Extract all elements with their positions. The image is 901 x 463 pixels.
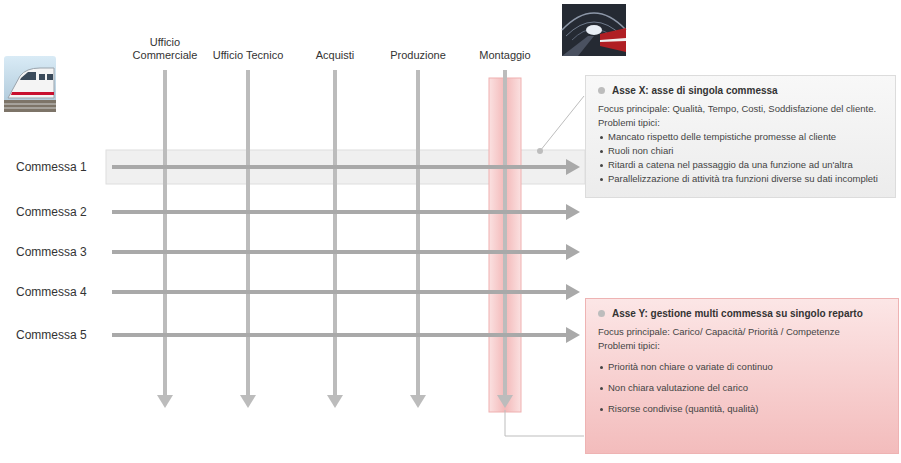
column-header: Ufficio Tecnico (211, 49, 285, 62)
bullet-dot (600, 164, 603, 167)
bullet-text: Mancato rispetto delle tempistiche prome… (608, 131, 836, 142)
bullet-line: Ritardi a catena nel passaggio da una fu… (598, 159, 883, 171)
column-header: Montaggio (468, 49, 542, 62)
callout-text: Problemi tipici: (598, 117, 660, 128)
bullet-dot (600, 178, 603, 181)
column-arrows (157, 70, 513, 408)
bullet-text: Non chiara valutazione del carico (608, 382, 748, 393)
bullet-line: Non chiara valutazione del carico (598, 382, 886, 394)
column-header: Produzione (381, 49, 455, 62)
bullet-line: Parallelizzazione di attività tra funzio… (598, 173, 883, 185)
callout-box: Asse X: asse di singola commessaFocus pr… (585, 75, 896, 198)
row-label: Commessa 4 (16, 285, 87, 299)
column-header: Acquisti (298, 49, 372, 62)
bullet-dot (600, 408, 603, 411)
bullet-dot (600, 136, 603, 139)
bullet-line: Risorse condivise (quantità, qualità) (598, 403, 886, 415)
callout-heading: Asse X: asse di singola commessa (612, 85, 778, 96)
row-arrows (112, 159, 580, 343)
callout-text: Focus principale: Qualità, Tempo, Costi,… (598, 103, 876, 114)
callout-heading-line: Asse Y: gestione multi commessa su singo… (598, 307, 886, 320)
bullet-text: Ruoli non chiari (608, 145, 673, 156)
bullet-line: Priorità non chiare o variate di continu… (598, 361, 886, 373)
bullet-text: Ritardi a catena nel passaggio da una fu… (608, 159, 853, 170)
callout-text: Problemi tipici: (598, 340, 660, 351)
bullet-text: Parallelizzazione di attività tra funzio… (608, 173, 878, 184)
bullet-dot (600, 366, 603, 369)
callout-text: Focus principale: Carico/ Capacità/ Prio… (598, 326, 840, 337)
bullet-text: Risorse condivise (quantità, qualità) (608, 403, 759, 414)
heading-dot (598, 310, 605, 317)
row-label: Commessa 1 (16, 160, 87, 174)
bullet-line: Mancato rispetto delle tempistiche prome… (598, 131, 883, 143)
body-line: Problemi tipici: (598, 340, 886, 352)
bullet-text: Priorità non chiare o variate di continu… (608, 361, 773, 372)
bullet-line: Ruoli non chiari (598, 145, 883, 157)
train-icon (4, 56, 56, 112)
body-line: Focus principale: Carico/ Capacità/ Prio… (598, 326, 886, 338)
callout-heading-line: Asse X: asse di singola commessa (598, 84, 883, 97)
row-label: Commessa 5 (16, 328, 87, 342)
station-photo (562, 4, 626, 56)
callout-heading: Asse Y: gestione multi commessa su singo… (612, 308, 863, 319)
row-label: Commessa 2 (16, 205, 87, 219)
body-line: Focus principale: Qualità, Tempo, Costi,… (598, 103, 883, 115)
heading-dot (598, 87, 605, 94)
bullet-dot (600, 150, 603, 153)
column-header: Ufficio Commerciale (128, 36, 202, 62)
leader-lines (505, 96, 584, 436)
body-line: Problemi tipici: (598, 117, 883, 129)
bullet-dot (600, 387, 603, 390)
callout-box: Asse Y: gestione multi commessa su singo… (585, 298, 899, 454)
row-label: Commessa 3 (16, 245, 87, 259)
